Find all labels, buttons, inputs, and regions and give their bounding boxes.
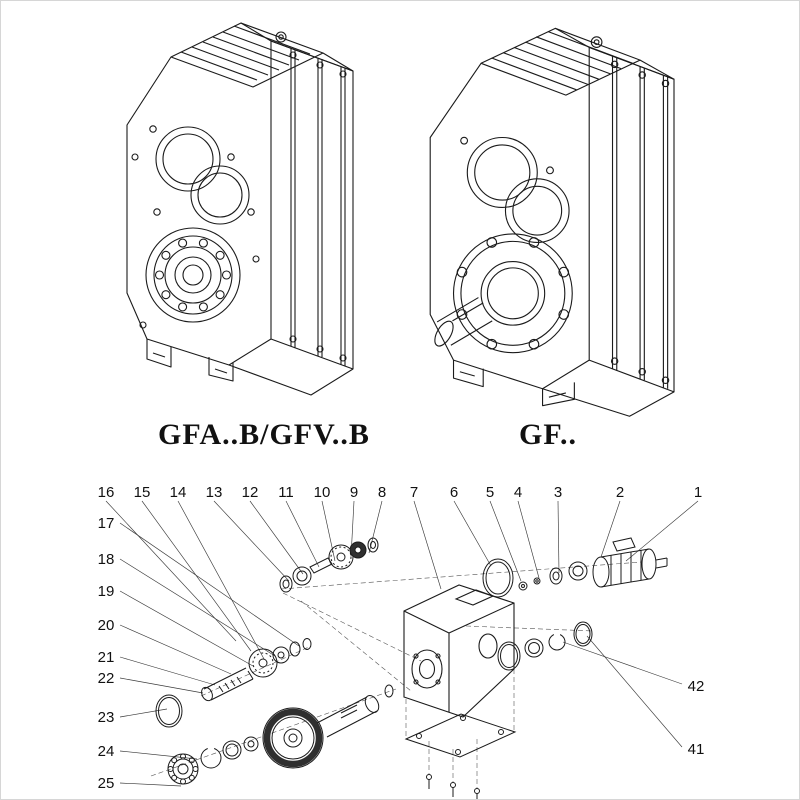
part-number-2: 2 <box>616 484 624 501</box>
part-number-7: 7 <box>410 484 418 501</box>
gearbox-drawing-gfab-icon <box>126 22 354 396</box>
part-number-18: 18 <box>98 551 115 568</box>
part-number-19: 19 <box>98 583 115 600</box>
part-number-13: 13 <box>206 484 223 501</box>
part-number-15: 15 <box>134 484 151 501</box>
part-number-9: 9 <box>350 484 358 501</box>
part-number-17: 17 <box>98 515 115 532</box>
part-number-3: 3 <box>554 484 562 501</box>
gasket-and-bolts <box>404 713 517 799</box>
exploded-view-diagram: 16 15 14 13 12 11 10 9 8 7 6 5 4 3 2 1 1… <box>98 484 705 799</box>
part-number-6: 6 <box>450 484 458 501</box>
part-number-42: 42 <box>688 678 705 695</box>
part-number-16: 16 <box>98 484 115 501</box>
part-number-labels: 16 15 14 13 12 11 10 9 8 7 6 5 4 3 2 1 1… <box>98 484 705 792</box>
motor-adapter-parts <box>482 537 668 598</box>
part-number-22: 22 <box>98 670 115 687</box>
leader-lines <box>105 500 699 787</box>
gear-housing <box>403 584 515 718</box>
part-number-10: 10 <box>314 484 331 501</box>
flange-bolt-holes <box>456 237 570 350</box>
bearing-balls <box>154 238 232 312</box>
part-number-25: 25 <box>98 775 115 792</box>
part-number-4: 4 <box>514 484 522 501</box>
part-number-8: 8 <box>378 484 386 501</box>
part-number-1: 1 <box>694 484 702 501</box>
intermediate-shaft-parts <box>155 638 312 728</box>
gearbox-drawing-gf-icon <box>429 27 675 417</box>
part-number-5: 5 <box>486 484 494 501</box>
output-side-rings <box>497 621 593 671</box>
part-number-14: 14 <box>170 484 187 501</box>
part-number-20: 20 <box>98 617 115 634</box>
output-shaft-parts <box>167 684 394 785</box>
product-label-gf: GF.. <box>519 418 577 451</box>
part-number-21: 21 <box>98 649 115 666</box>
product-label-gfab-gfvb: GFA..B/GFV..B <box>158 418 370 451</box>
part-number-41: 41 <box>688 741 705 758</box>
part-number-12: 12 <box>242 484 259 501</box>
part-number-24: 24 <box>98 743 115 760</box>
part-number-11: 11 <box>278 484 294 501</box>
part-number-23: 23 <box>98 709 115 726</box>
input-shaft-parts <box>279 537 379 593</box>
